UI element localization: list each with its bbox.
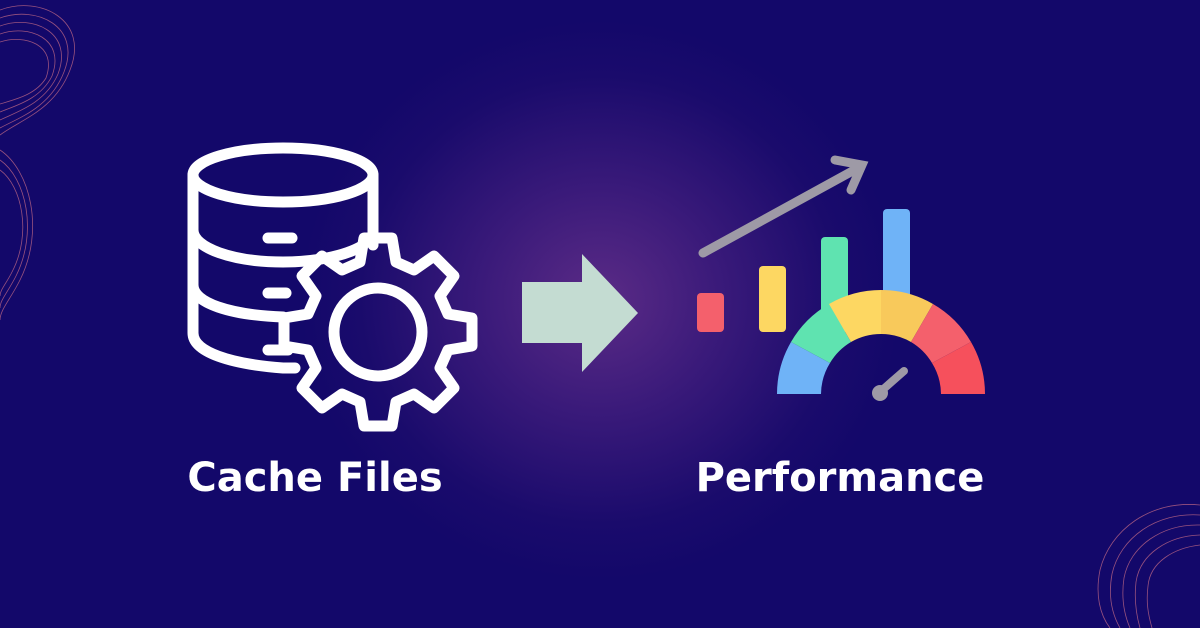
speed-gauge — [777, 290, 985, 394]
bar-red — [697, 293, 724, 332]
gauge-needle — [872, 367, 908, 401]
performance-label: Performance — [695, 455, 985, 501]
cache-files-label: Cache Files — [187, 455, 443, 501]
bar-yellow — [759, 266, 786, 332]
